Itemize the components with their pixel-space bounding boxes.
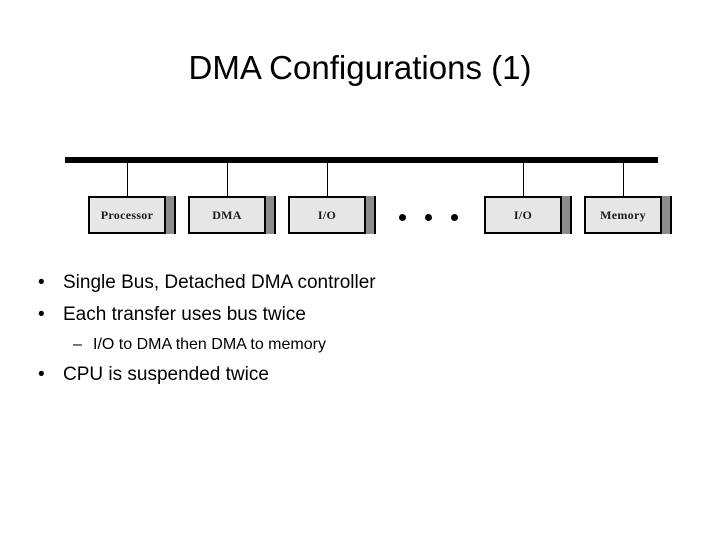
- bullet-text: Each transfer uses bus twice: [63, 304, 306, 325]
- node-side-extrusion: [266, 196, 276, 234]
- ellipsis-dot: [425, 214, 432, 221]
- sub-bullet-item: –I/O to DMA then DMA to memory: [0, 332, 720, 358]
- node-front-face: I/O: [484, 196, 562, 234]
- node-label: Processor: [100, 208, 154, 222]
- dash-marker-icon: –: [73, 336, 82, 353]
- node-side-extrusion: [562, 196, 572, 234]
- ellipsis-dot: [451, 214, 458, 221]
- node-label: I/O: [513, 208, 533, 222]
- bus-connector-line: [127, 163, 128, 203]
- bullet-marker-icon: •: [38, 364, 45, 385]
- bullet-item: • Each transfer uses bus twice: [0, 300, 720, 330]
- bus-connector-line: [523, 163, 524, 203]
- bullet-text: I/O to DMA then DMA to memory: [93, 336, 326, 353]
- node-label: Memory: [600, 208, 646, 222]
- bullet-text: CPU is suspended twice: [63, 364, 269, 385]
- node-label: DMA: [212, 208, 242, 222]
- bullet-item: • Single Bus, Detached DMA controller: [0, 268, 720, 298]
- bullet-item: • CPU is suspended twice: [0, 360, 720, 390]
- node-front-face: Processor: [88, 196, 166, 234]
- node-label: I/O: [317, 208, 337, 222]
- bullet-list: • Single Bus, Detached DMA controller • Eac…: [0, 268, 720, 392]
- bus-connector-line: [327, 163, 328, 203]
- node-side-extrusion: [662, 196, 672, 234]
- bus-connector-line: [623, 163, 624, 203]
- node-front-face: DMA: [188, 196, 266, 234]
- ellipsis-dot: [399, 214, 406, 221]
- ellipsis-more-devices: [399, 214, 458, 221]
- single-bus-dma-diagram: Processor DMA I/O I/O Memory: [0, 140, 720, 255]
- bullet-text: Single Bus, Detached DMA controller: [63, 272, 376, 293]
- page-title: DMA Configurations (1): [188, 49, 532, 86]
- bullet-marker-icon: •: [38, 272, 45, 293]
- bus-connector-line: [227, 163, 228, 203]
- system-bus-line: [65, 157, 658, 163]
- bullet-marker-icon: •: [38, 304, 45, 325]
- node-front-face: I/O: [288, 196, 366, 234]
- node-front-face: Memory: [584, 196, 662, 234]
- node-side-extrusion: [366, 196, 376, 234]
- node-side-extrusion: [166, 196, 176, 234]
